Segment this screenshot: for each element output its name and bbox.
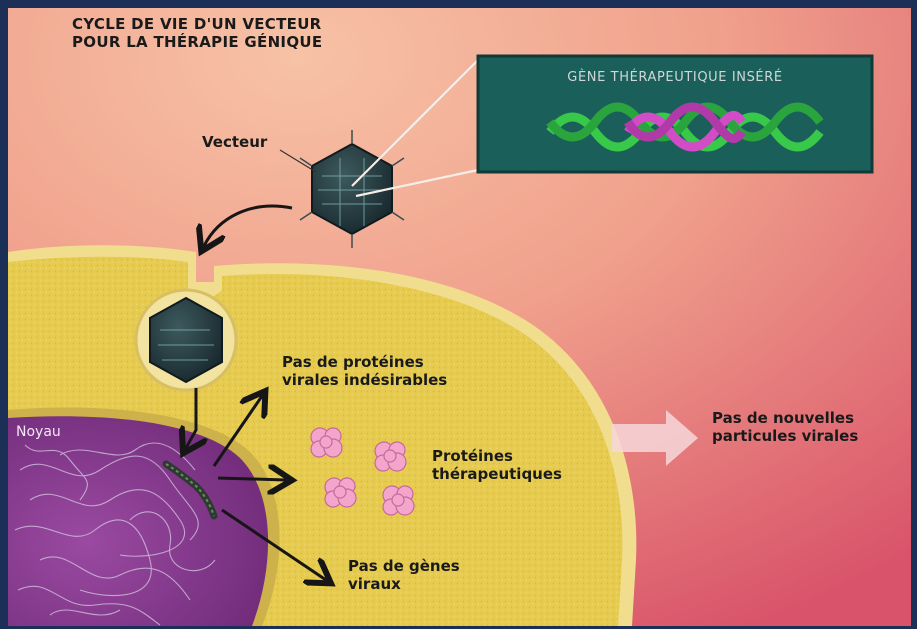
endosome xyxy=(136,290,236,390)
label-no-new-particles-line-1: Pas de nouvelles xyxy=(712,410,858,428)
title-line-2: POUR LA THÉRAPIE GÉNIQUE xyxy=(72,34,322,52)
title-line-1: CYCLE DE VIE D'UN VECTEUR xyxy=(72,16,322,34)
diagram-title: CYCLE DE VIE D'UN VECTEUR POUR LA THÉRAP… xyxy=(72,16,322,51)
protein-3 xyxy=(325,478,356,507)
label-no-viral-genes-line-1: Pas de gènes xyxy=(348,558,460,576)
label-no-viral-proteins-line-2: virales indésirables xyxy=(282,372,447,390)
label-gene-insert: GÈNE THÉRAPEUTIQUE INSÉRÉ xyxy=(480,70,870,85)
label-vector: Vecteur xyxy=(202,134,267,152)
label-no-viral-genes: Pas de gènes viraux xyxy=(348,558,460,593)
label-no-new-particles-line-2: particules virales xyxy=(712,428,858,446)
label-no-viral-proteins-line-1: Pas de protéines xyxy=(282,354,447,372)
protein-1 xyxy=(311,428,342,457)
label-nucleus: Noyau xyxy=(16,424,61,441)
arrow-to-therapeutic xyxy=(218,478,286,480)
label-no-viral-proteins: Pas de protéines virales indésirables xyxy=(282,354,447,389)
protein-2 xyxy=(375,442,406,471)
label-therapeutic-proteins: Protéines thérapeutiques xyxy=(432,448,562,483)
label-no-new-particles: Pas de nouvelles particules virales xyxy=(712,410,858,445)
protein-4 xyxy=(383,486,414,515)
label-therapeutic-proteins-line-1: Protéines xyxy=(432,448,562,466)
label-therapeutic-proteins-line-2: thérapeutiques xyxy=(432,466,562,484)
label-no-viral-genes-line-2: viraux xyxy=(348,576,460,594)
